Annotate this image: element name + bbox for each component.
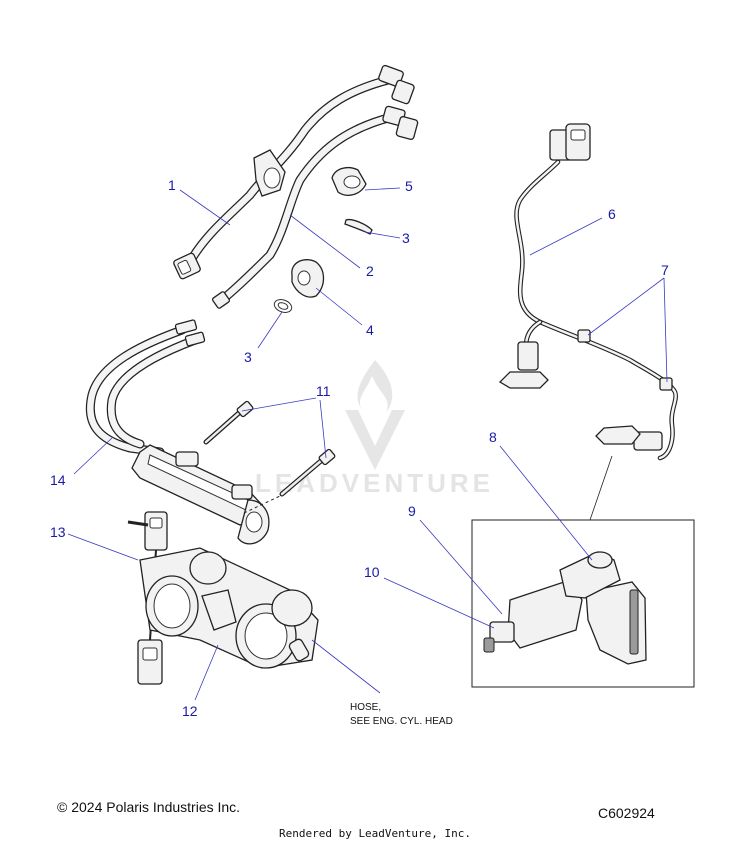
callout-6: 6 bbox=[608, 206, 616, 222]
cap-5[interactable] bbox=[331, 167, 367, 196]
injector-detail-inset[interactable] bbox=[471, 455, 695, 688]
callout-9: 9 bbox=[408, 503, 416, 519]
callout-11: 11 bbox=[316, 383, 331, 399]
callout-8: 8 bbox=[489, 429, 497, 445]
fuel-line-2[interactable] bbox=[211, 105, 419, 309]
callout-7: 7 bbox=[661, 262, 669, 278]
hose-note-line2: SEE ENG. CYL. HEAD bbox=[350, 716, 453, 727]
bolts-11[interactable] bbox=[203, 400, 336, 514]
callout-labels: 1 2 3 3 4 5 6 7 8 9 10 11 12 13 14 bbox=[50, 177, 669, 719]
diagram-code: C602924 bbox=[598, 805, 655, 821]
copyright-text: © 2024 Polaris Industries Inc. bbox=[57, 799, 241, 815]
rendered-by-text: Rendered by LeadVenture, Inc. bbox=[278, 827, 472, 840]
hose-note-line1: HOSE, bbox=[350, 702, 381, 713]
callout-10: 10 bbox=[364, 564, 380, 580]
callout-4: 4 bbox=[366, 322, 374, 338]
callout-3-upper: 3 bbox=[402, 230, 410, 246]
grommet-4[interactable] bbox=[291, 259, 325, 298]
leadventure-watermark: LEADVENTURE bbox=[255, 360, 494, 498]
injector-harness-6[interactable] bbox=[498, 123, 678, 461]
fuel-rail-hoses-14[interactable] bbox=[85, 319, 206, 457]
hose-note: HOSE, SEE ENG. CYL. HEAD bbox=[350, 702, 453, 727]
clip-3-lower[interactable] bbox=[272, 297, 293, 314]
leader-lines bbox=[67, 187, 668, 701]
callout-13: 13 bbox=[50, 524, 66, 540]
watermark-text: LEADVENTURE bbox=[255, 468, 494, 498]
callout-1: 1 bbox=[168, 177, 176, 193]
fuel-line-1[interactable] bbox=[173, 64, 415, 280]
callout-5: 5 bbox=[405, 178, 413, 194]
fuel-rail[interactable] bbox=[131, 444, 270, 545]
callout-3-lower: 3 bbox=[244, 349, 252, 365]
throttle-body-12[interactable] bbox=[139, 547, 319, 669]
clip-3-upper[interactable] bbox=[344, 218, 373, 235]
callout-2: 2 bbox=[366, 263, 374, 279]
callout-12: 12 bbox=[182, 703, 198, 719]
callout-14: 14 bbox=[50, 472, 66, 488]
